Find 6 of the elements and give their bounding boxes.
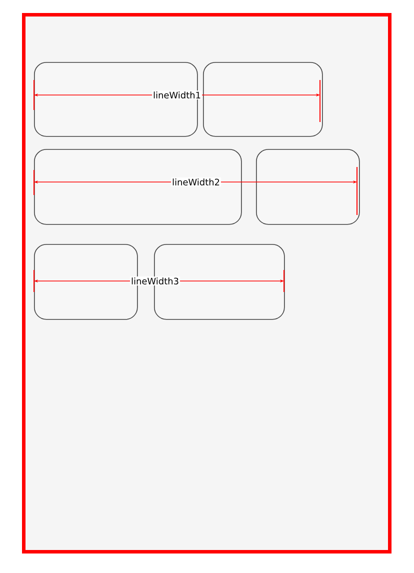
dimension-label: lineWidth3 xyxy=(130,276,180,286)
dimension-label: lineWidth1 xyxy=(152,90,202,100)
rounded-box xyxy=(34,149,242,225)
rounded-box xyxy=(256,149,360,225)
rounded-box xyxy=(203,62,323,137)
dimension-label: lineWidth2 xyxy=(171,178,221,186)
